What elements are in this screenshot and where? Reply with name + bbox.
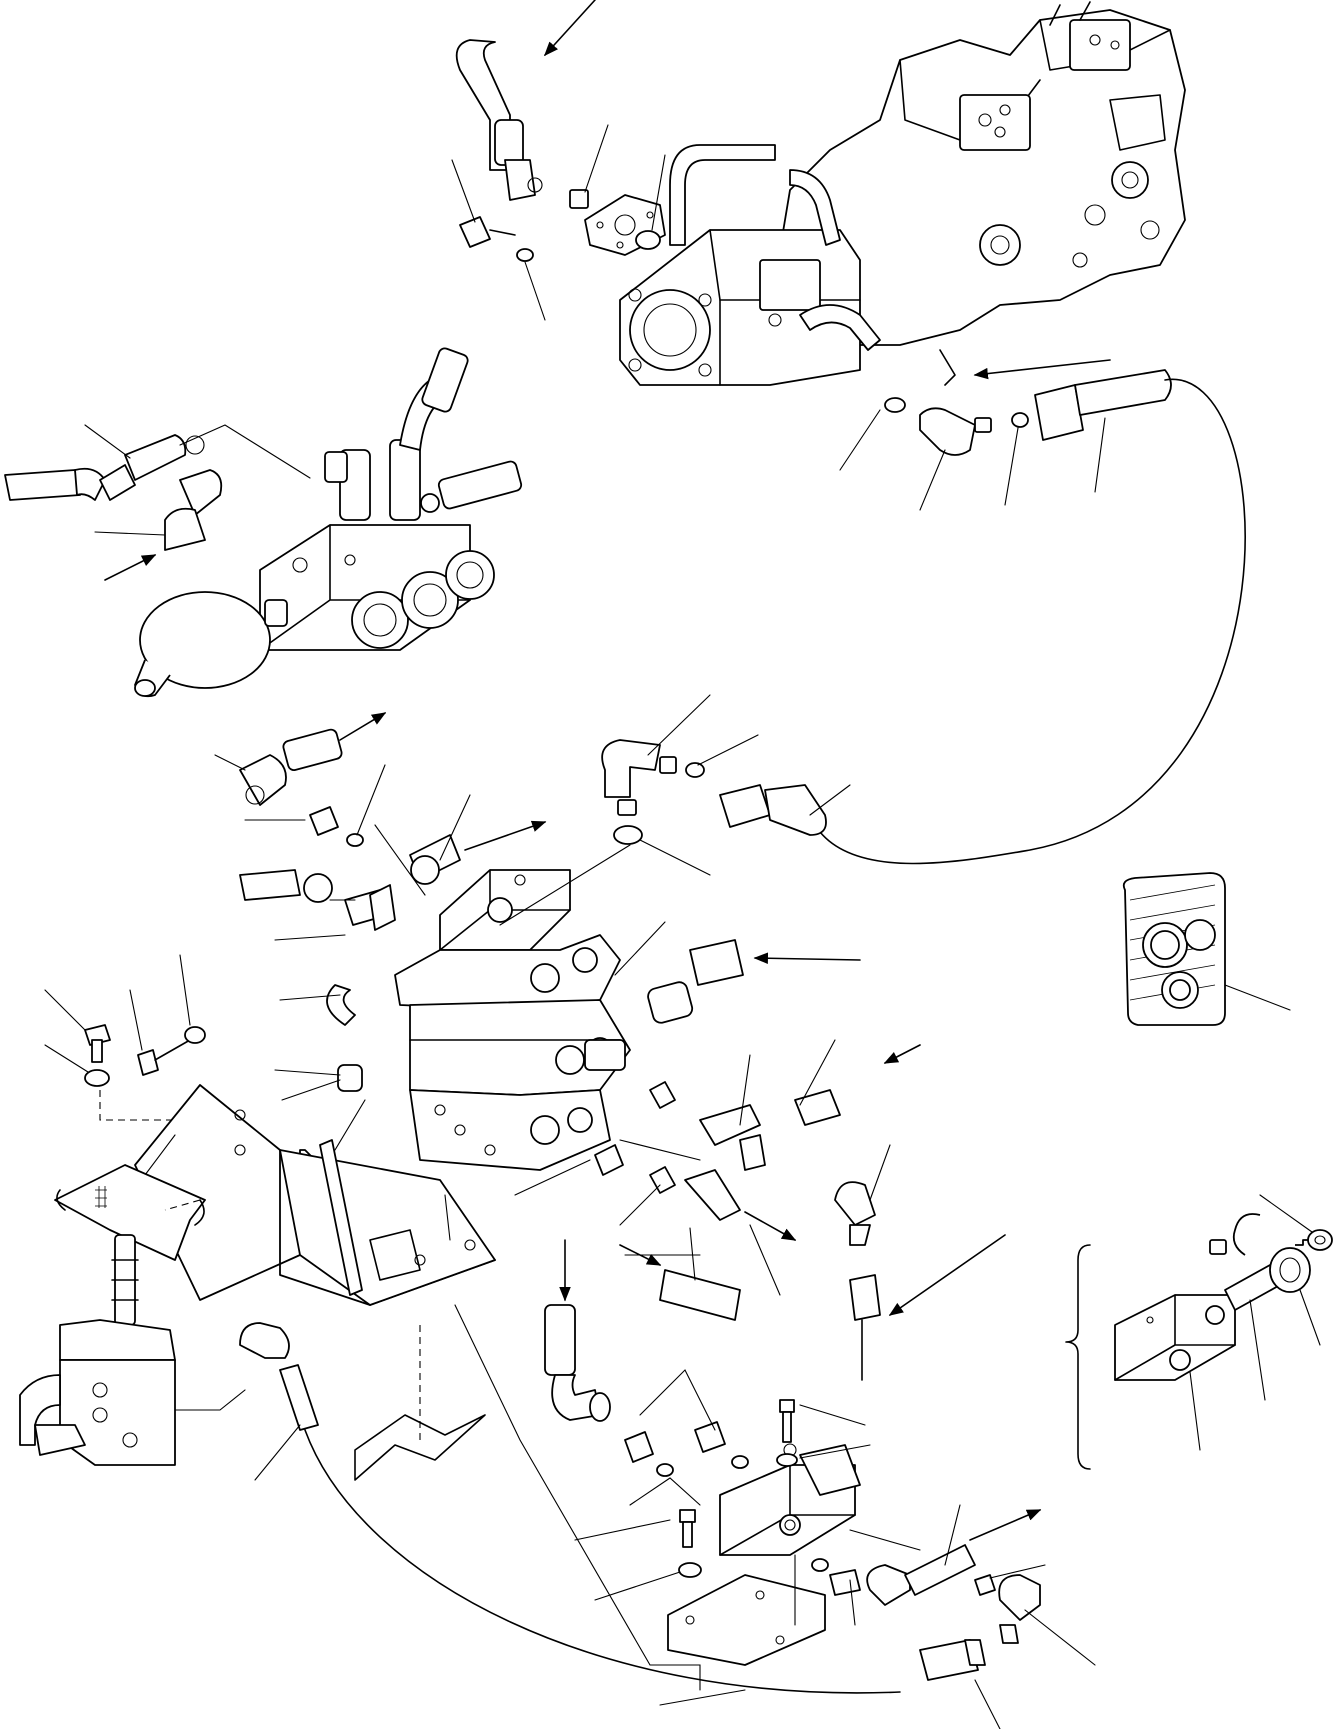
long-return-hose [819,378,1246,865]
pump-outlet-fittings [839,359,1172,511]
flange-fittings [451,124,666,321]
right-valve-hose [614,921,861,1024]
sensor-detail-group [1065,1194,1333,1470]
left-tee-hose [4,424,311,581]
pump-assembly [619,1,1186,386]
lower-right-valve-fittings [514,1039,1006,1381]
bottom-switch-valve [454,1227,1096,1729]
accumulator-manifold [134,347,523,698]
mount-marker [354,1325,486,1481]
seal-kit-bag [1122,872,1291,1026]
valve-fittings [214,712,547,1101]
pedal-bracket-assembly [19,954,496,1466]
upper-hose [455,0,596,201]
pedal-hose [239,1322,901,1694]
center-elbow-hose [499,694,851,926]
main-valve-block [394,869,631,1176]
